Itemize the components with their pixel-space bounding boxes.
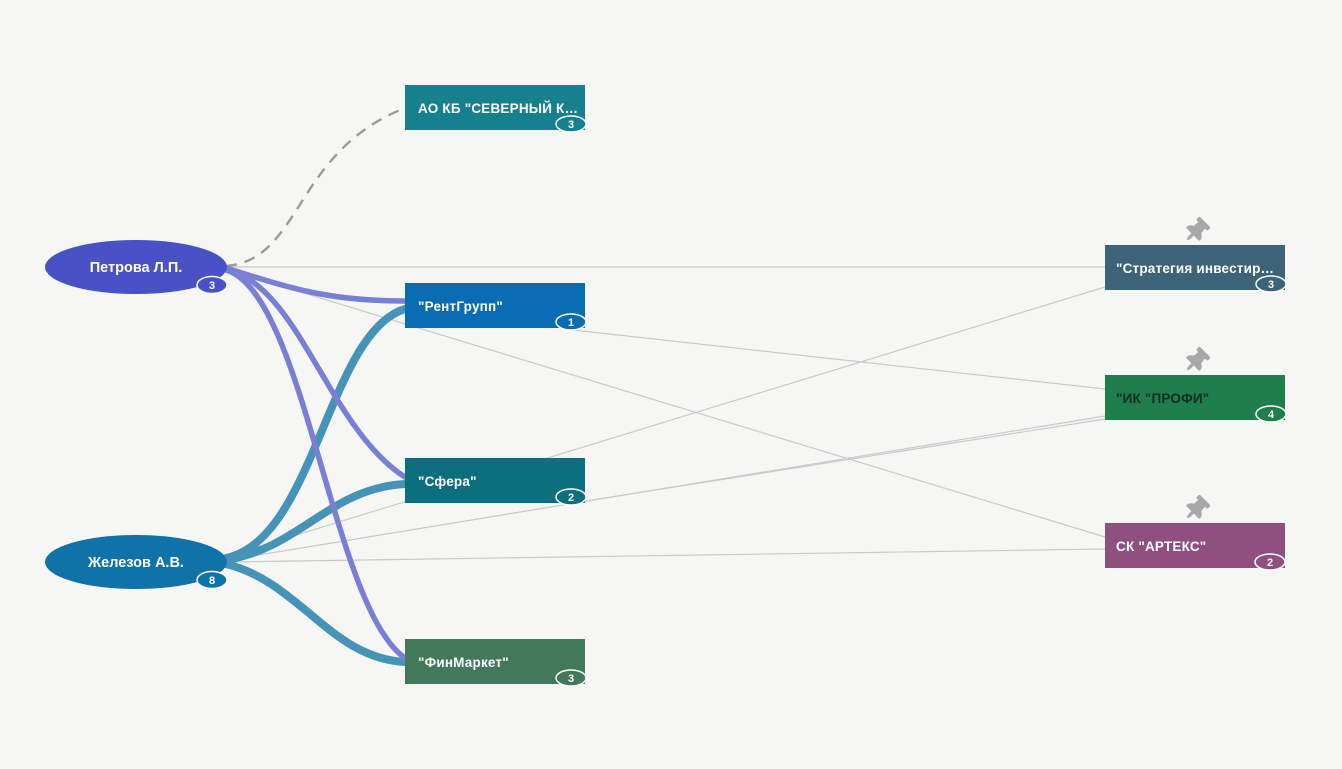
node-badge-count: 3	[209, 280, 215, 292]
node-label: "РентГрупп"	[418, 299, 503, 314]
node-badge-count: 2	[568, 492, 574, 504]
node-badge-count: 1	[568, 317, 574, 329]
edge-zhelezov-finmarket[interactable]	[222, 560, 409, 666]
edge-zhelezov-rentgrupp[interactable]	[222, 305, 409, 562]
node-badge	[1255, 275, 1287, 293]
person-ellipse	[45, 535, 227, 589]
edge-sfera-profi[interactable]	[572, 418, 1106, 504]
pin-icon[interactable]	[1180, 345, 1212, 377]
node-badge	[555, 313, 587, 331]
node-finmarket[interactable]: "ФинМаркет" 3	[405, 639, 587, 687]
edge-petrova-severny-dashed[interactable]	[225, 106, 406, 268]
pin-icon[interactable]	[1180, 493, 1212, 525]
company-rect	[405, 639, 585, 684]
node-badge	[555, 669, 587, 687]
node-badge	[1254, 553, 1286, 571]
node-severny-bank[interactable]: АО КБ "СЕВЕРНЫЙ К… 3	[405, 85, 587, 133]
node-arteks[interactable]: СК "АРТЕКС" 2	[1105, 493, 1286, 571]
node-badge-count: 3	[568, 673, 574, 685]
node-badge-count: 8	[209, 575, 215, 587]
company-rect	[1105, 245, 1285, 290]
edge-petrova-finmarket[interactable]	[223, 267, 408, 661]
node-badge	[1255, 405, 1287, 423]
edge-zhelezov-sfera[interactable]	[222, 480, 409, 564]
node-label: "ФинМаркет"	[418, 655, 509, 670]
node-badge	[555, 115, 587, 133]
company-rect	[405, 85, 585, 130]
node-badge	[196, 275, 228, 295]
node-label: Железов А.В.	[87, 555, 184, 571]
node-label: "ИК "ПРОФИ"	[1116, 391, 1209, 406]
person-ellipse	[45, 240, 227, 294]
company-rect	[405, 283, 585, 328]
pin-icon[interactable]	[1180, 215, 1212, 247]
edge-petrova-sfera[interactable]	[223, 266, 408, 480]
edge-rentgrupp-profi[interactable]	[572, 329, 1106, 390]
node-petrova[interactable]: Петрова Л.П. 3	[45, 240, 228, 295]
edge-zhelezov-strategia[interactable]	[227, 286, 1106, 557]
node-label: АО КБ "СЕВЕРНЫЙ К…	[418, 101, 578, 116]
node-label: "Сфера"	[418, 474, 477, 489]
node-label: "Стратегия инвестир…	[1116, 261, 1274, 276]
node-badge-count: 2	[1267, 557, 1273, 569]
node-label: СК "АРТЕКС"	[1116, 539, 1206, 554]
node-badge	[555, 488, 587, 506]
edge-zhelezov-arteks[interactable]	[227, 548, 1106, 563]
node-badge-count: 4	[1268, 409, 1275, 421]
company-rect	[405, 458, 585, 503]
node-zhelezov[interactable]: Железов А.В. 8	[45, 535, 228, 590]
edge-petrova-arteks[interactable]	[227, 269, 1106, 538]
company-rect	[1105, 375, 1285, 420]
node-strategia[interactable]: "Стратегия инвестир… 3	[1105, 215, 1287, 293]
node-badge-count: 3	[1268, 279, 1274, 291]
node-profi[interactable]: "ИК "ПРОФИ" 4	[1105, 345, 1287, 423]
edge-petrova-rentgrupp[interactable]	[223, 265, 408, 304]
node-badge	[196, 570, 228, 590]
node-sfera[interactable]: "Сфера" 2	[405, 458, 587, 506]
node-label: Петрова Л.П.	[90, 260, 183, 276]
node-rentgrupp[interactable]: "РентГрупп" 1	[405, 283, 587, 331]
node-badge-count: 3	[568, 119, 574, 131]
